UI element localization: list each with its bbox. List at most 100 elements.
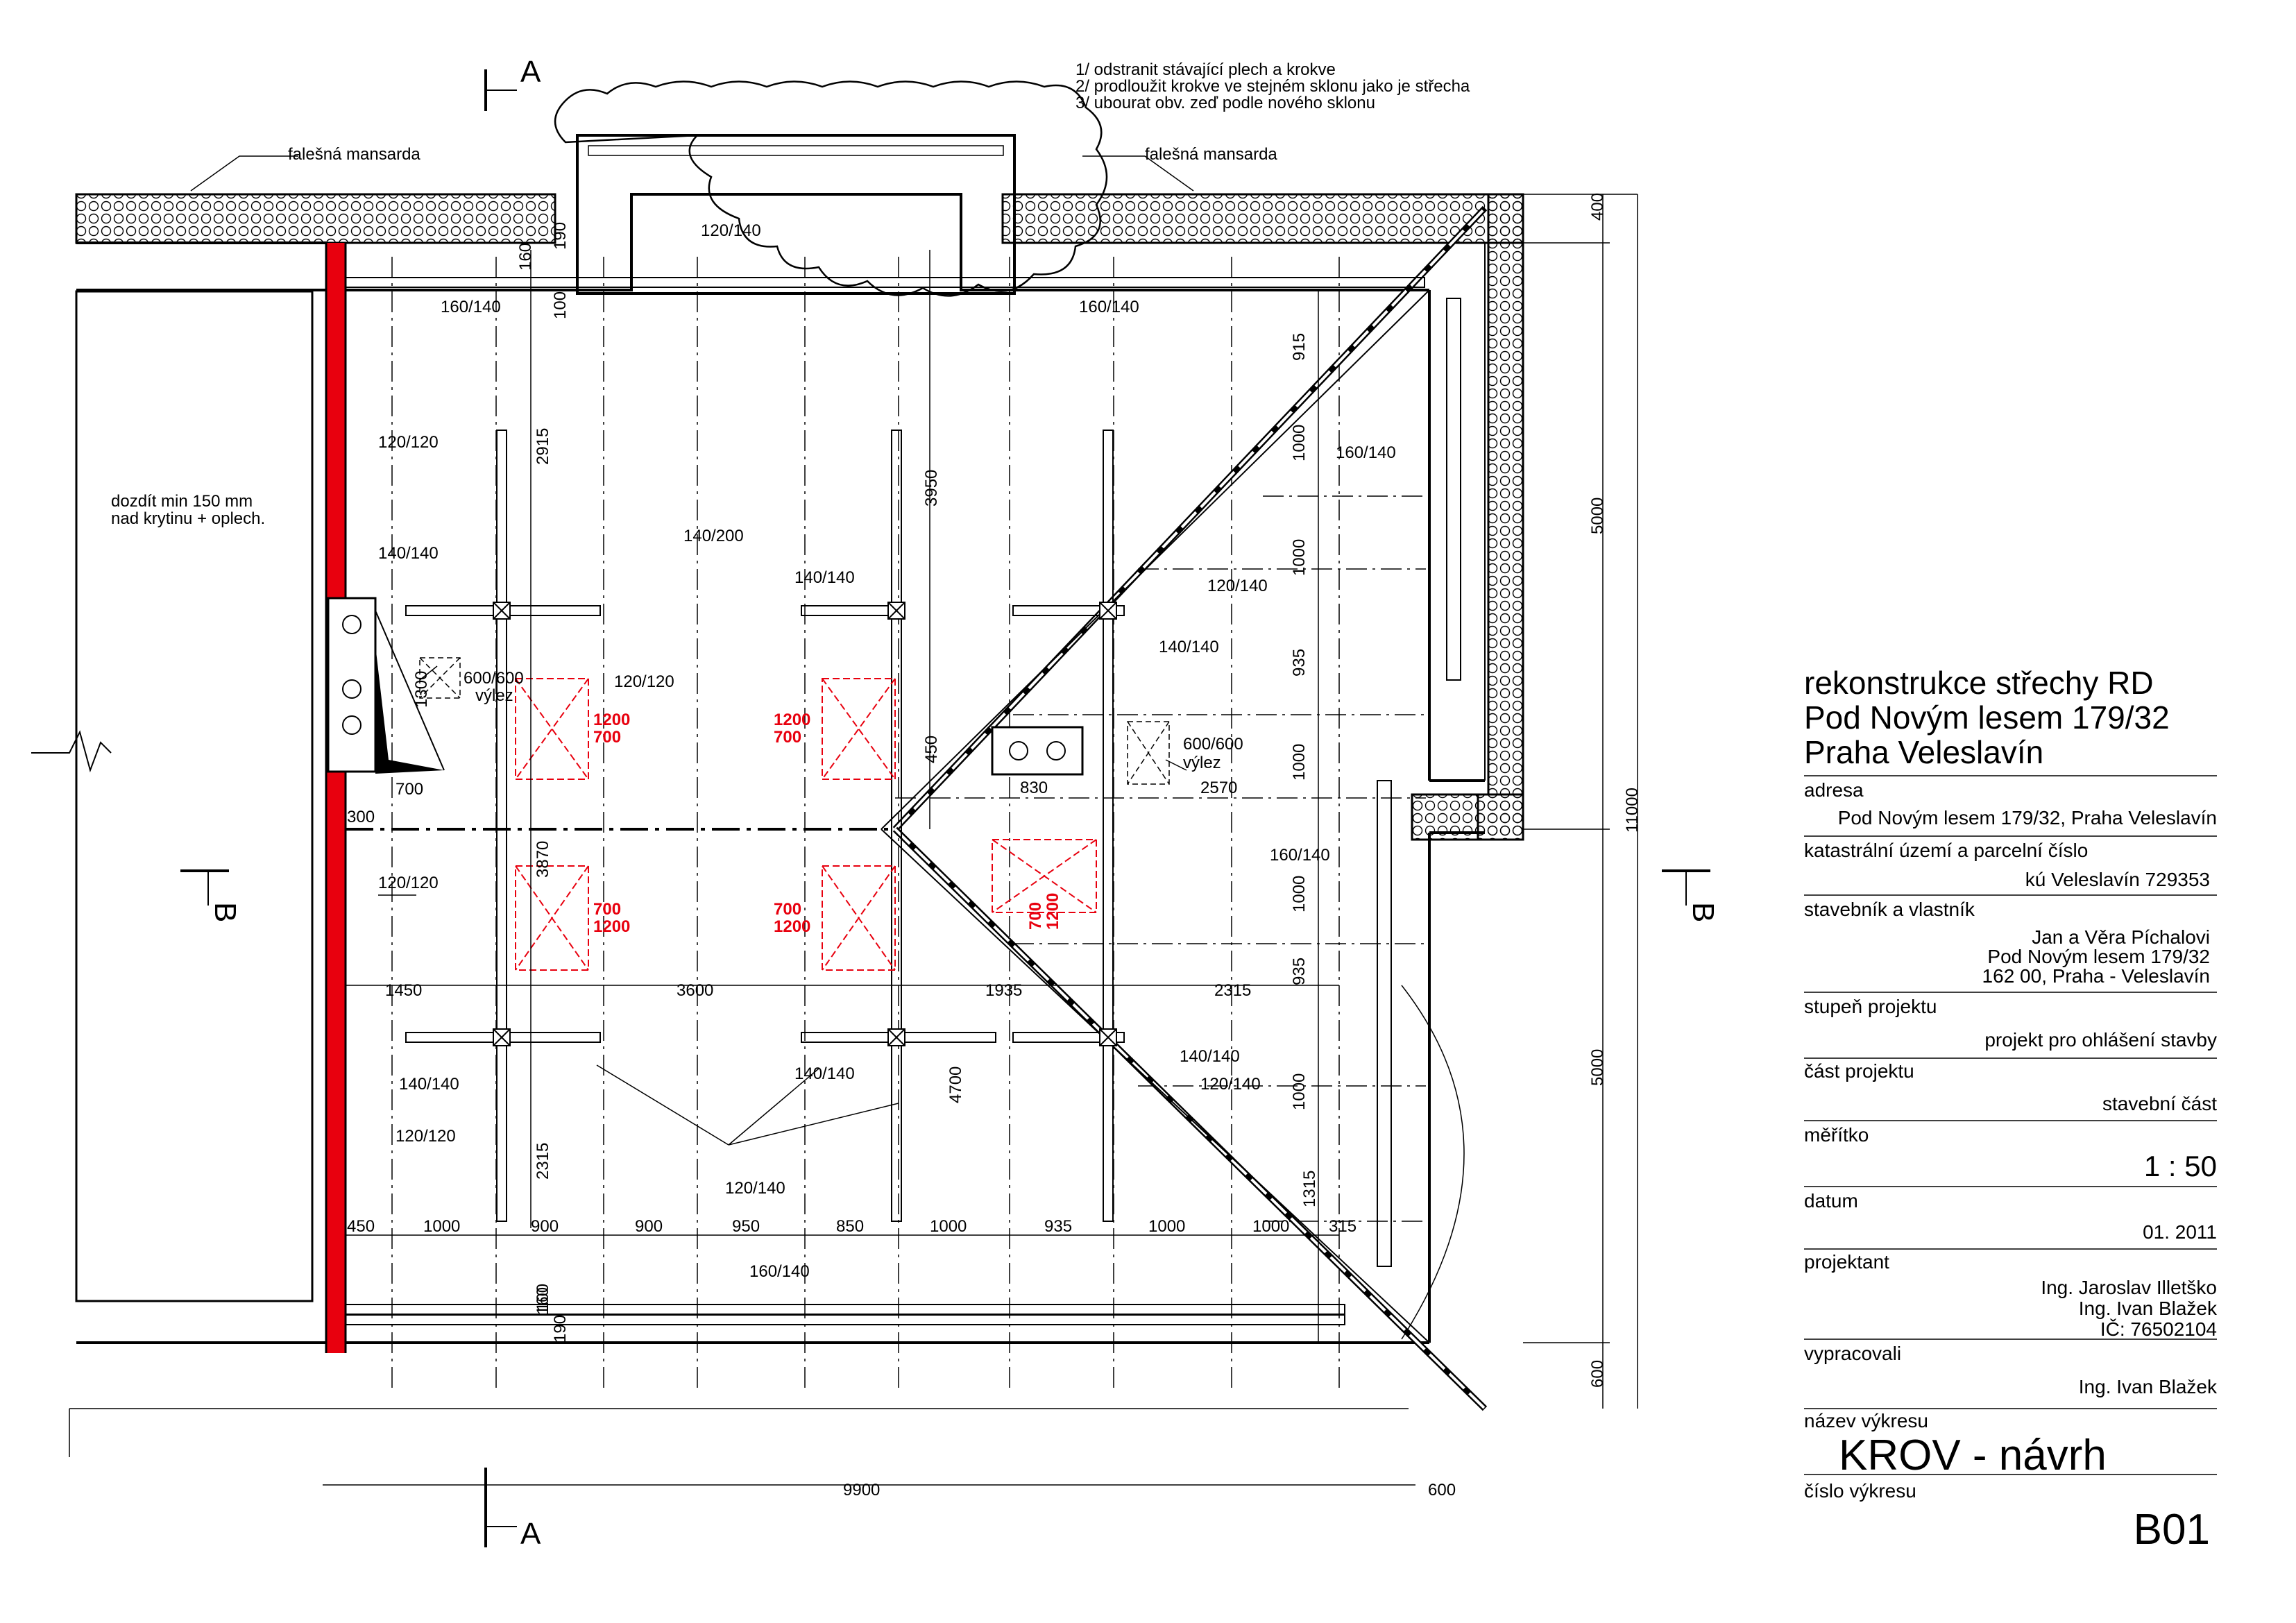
- address-label: adresa: [1804, 779, 1864, 801]
- dim-label: 2570: [1200, 779, 1237, 797]
- dim-label: 1935: [985, 981, 1022, 1000]
- chimney: [327, 597, 445, 774]
- dim-label: 2915: [534, 428, 552, 465]
- dimension-lines: [323, 194, 1638, 1486]
- owner-label: stavebník a vlastník: [1804, 899, 1975, 920]
- false-mansard-strip: [75, 193, 1524, 841]
- dim-label: 700: [396, 780, 423, 799]
- note-1: 1/ odstranit stávající plech a krokve: [1075, 60, 1336, 79]
- member-label: 160/140: [1079, 298, 1139, 316]
- member-label: 160/140: [1336, 443, 1396, 462]
- window-dim: 1200: [774, 711, 810, 729]
- member-label: 120/140: [701, 221, 761, 240]
- stage-value: projekt pro ohlášení stavby: [1984, 1029, 2217, 1051]
- prepared-value: Ing. Ivan Blažek: [2079, 1376, 2218, 1397]
- member-label: 120/140: [1200, 1075, 1261, 1094]
- dim-label: 600: [1428, 1481, 1456, 1499]
- designer-line-1: Ing. Jaroslav Illetško: [2041, 1277, 2217, 1298]
- member-label: 120/140: [725, 1179, 785, 1198]
- dim-label: 190: [551, 1315, 570, 1343]
- hatch-size-label: 600/600: [464, 669, 524, 688]
- false-mansard-label-right: falešná mansarda: [1145, 145, 1277, 164]
- date-label: datum: [1804, 1190, 1858, 1212]
- dim-label: 9900: [843, 1481, 880, 1499]
- note-3: 3/ ubourat obv. zeď podle nového sklonu: [1075, 94, 1375, 112]
- section-b-right: B: [1686, 902, 1720, 922]
- member-label: 140/140: [794, 1064, 855, 1083]
- dim-label: 1000: [423, 1217, 460, 1236]
- dim-label: 450: [922, 736, 941, 763]
- drawing-no-value: B01: [2134, 1506, 2210, 1554]
- prepared-label: vypracovali: [1804, 1343, 1901, 1364]
- member-label: 120/120: [396, 1127, 456, 1146]
- dim-label: 1000: [1290, 539, 1309, 576]
- dim-label: 1000: [1290, 425, 1309, 461]
- false-mansard-label-left: falešná mansarda: [288, 145, 420, 164]
- section-a-bottom: A: [520, 1517, 541, 1551]
- hatch-label: výlez: [1183, 754, 1221, 772]
- dim-label: 5000: [1588, 1049, 1607, 1086]
- dim-label: 450: [347, 1217, 375, 1236]
- dim-label: 935: [1290, 649, 1309, 677]
- project-title-2: Pod Novým lesem 179/32: [1804, 699, 2170, 736]
- leaders: [190, 155, 1194, 1146]
- section-a-top: A: [520, 55, 541, 89]
- project-title-3: Praha Veleslavín: [1804, 734, 2043, 770]
- posts: [496, 298, 1461, 1267]
- chimney-note-2: nad krytinu + oplech.: [111, 509, 265, 528]
- window-dim: 700: [593, 900, 621, 919]
- window-dim: 700: [774, 728, 801, 747]
- scale-value: 1 : 50: [2144, 1150, 2217, 1182]
- break-line: [31, 730, 112, 773]
- member-label: 140/140: [1159, 638, 1219, 656]
- dim-label: 1000: [1290, 876, 1309, 912]
- revision-cloud: [554, 80, 1108, 297]
- stage-label: stupeň projektu: [1804, 996, 1937, 1017]
- dim-label: 3870: [534, 841, 552, 878]
- dim-label: 2315: [1214, 981, 1251, 1000]
- member-label: 140/140: [1180, 1047, 1240, 1066]
- dim-label: 1000: [1290, 744, 1309, 781]
- dim-label: 315: [1329, 1217, 1357, 1236]
- post-marks: [493, 602, 1117, 1046]
- part-value: stavební část: [2102, 1093, 2217, 1114]
- dim-label: 1315: [1300, 1171, 1319, 1207]
- title-block-lines: [1804, 775, 2217, 1475]
- member-label: 120/140: [1207, 577, 1268, 595]
- dim-label: 300: [347, 808, 375, 826]
- purlins: [345, 277, 1425, 1325]
- member-label: 140/140: [399, 1075, 459, 1094]
- dim-label: 3600: [677, 981, 713, 1000]
- dim-label: 1000: [1148, 1217, 1185, 1236]
- dim-label: 5000: [1588, 498, 1607, 534]
- window-dim: 700: [593, 728, 621, 747]
- dim-label: 1450: [385, 981, 422, 1000]
- window-dim: 1200: [593, 917, 630, 936]
- dim-label: 1300: [412, 671, 431, 708]
- dim-label: 2315: [534, 1143, 552, 1180]
- member-label: 160/140: [441, 298, 501, 316]
- dim-label: 900: [635, 1217, 663, 1236]
- dim-label: 11000: [1623, 788, 1642, 833]
- dim-label: 900: [531, 1217, 559, 1236]
- drawing-name-label: název výkresu: [1804, 1410, 1928, 1431]
- designer-line-2: Ing. Ivan Blažek: [2079, 1298, 2218, 1319]
- dim-label: 160: [534, 1287, 552, 1315]
- owner-line-3: 162 00, Praha - Veleslavín: [1982, 965, 2210, 987]
- member-label: 120/120: [378, 433, 439, 452]
- date-value: 01. 2011: [2143, 1221, 2217, 1243]
- dim-label: 935: [1044, 1217, 1072, 1236]
- window-dim: 700: [774, 900, 801, 919]
- drawing-no-label: číslo výkresu: [1804, 1480, 1916, 1502]
- rafters-right: [895, 495, 1426, 1222]
- hatch-size-label: 600/600: [1183, 735, 1243, 754]
- window-dim: 1200: [774, 917, 810, 936]
- roof-windows: [515, 678, 1097, 971]
- window-dim: 1200: [1044, 893, 1062, 930]
- chimney-note-1: dozdít min 150 mm: [111, 492, 253, 511]
- member-label: 140/200: [683, 527, 744, 545]
- member-label: 120/120: [614, 672, 674, 691]
- arc: [1401, 985, 1465, 1340]
- designer-label: projektant: [1804, 1251, 1889, 1273]
- project-title-1: rekonstrukce střechy RD: [1804, 665, 2154, 701]
